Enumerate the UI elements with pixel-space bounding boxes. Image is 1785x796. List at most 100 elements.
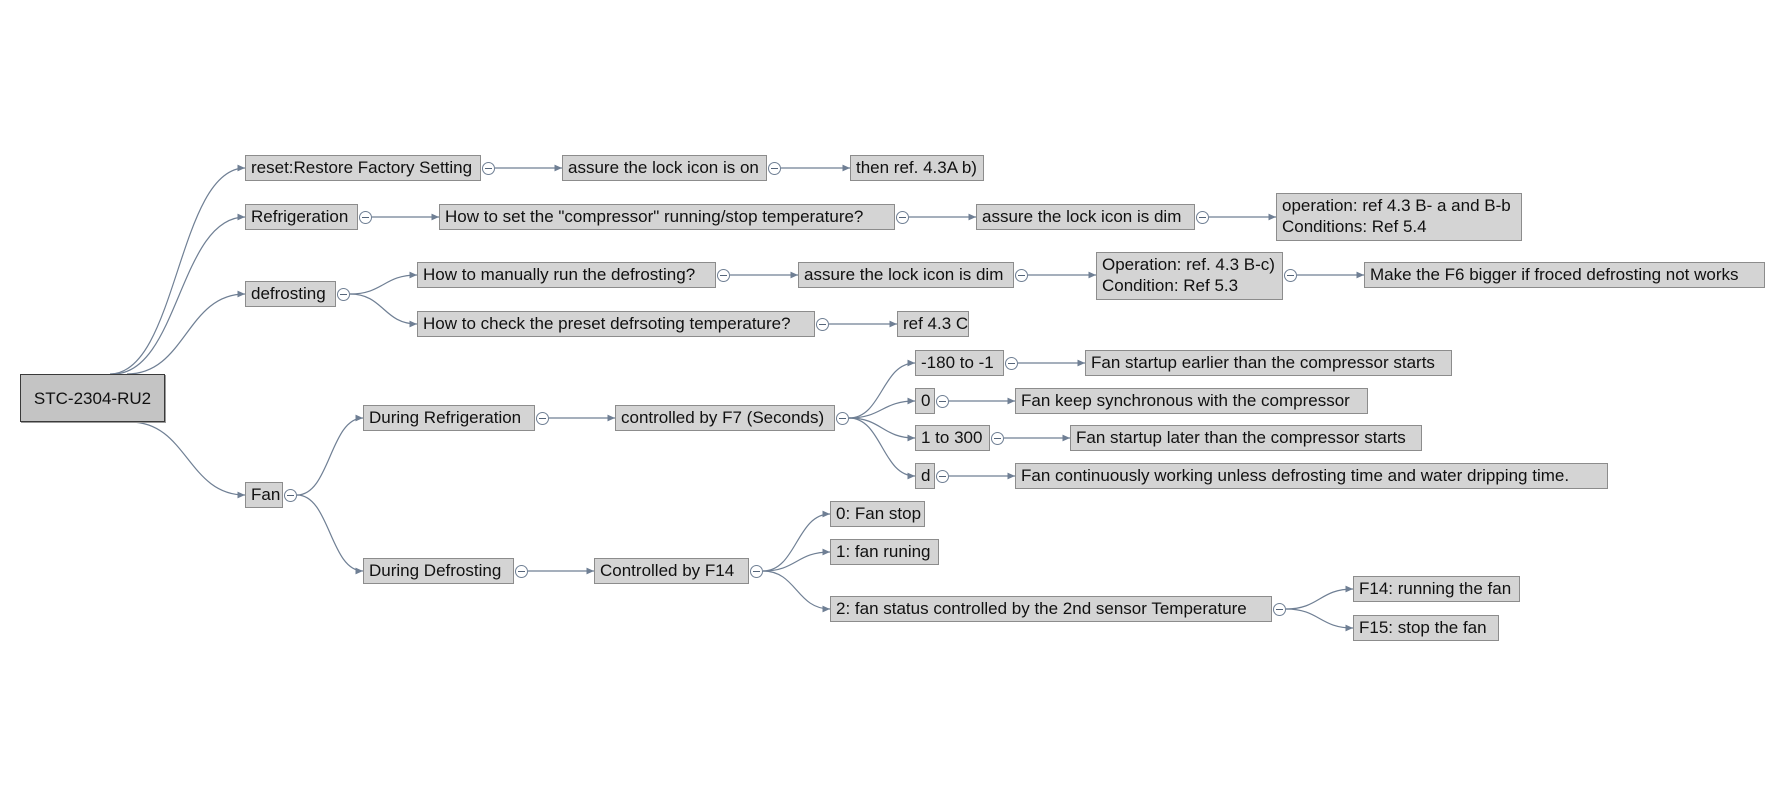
node-label: assure the lock icon is dim — [982, 207, 1182, 226]
node-label-line-1: Operation: ref. 4.3 B-c) — [1102, 255, 1275, 274]
collapse-toggle-icon[interactable] — [482, 162, 495, 175]
connector-arrow-0 — [109, 164, 246, 375]
collapse-toggle-icon[interactable] — [750, 565, 763, 578]
node-label: controlled by F7 (Seconds) — [621, 408, 825, 427]
collapse-toggle-icon[interactable] — [1015, 269, 1028, 282]
node-label: reset:Restore Factory Setting — [251, 158, 473, 177]
node-refrigeration-question[interactable]: How to set the "compressor" running/stop… — [439, 204, 895, 230]
node-refrigeration[interactable]: Refrigeration — [245, 204, 358, 230]
collapse-toggle-icon[interactable] — [284, 489, 297, 502]
node-f14-stop[interactable]: 0: Fan stop — [830, 501, 925, 527]
node-f15-stop-fan[interactable]: F15: stop the fan — [1353, 615, 1499, 641]
node-label: Fan continuously working unless defrosti… — [1021, 466, 1570, 485]
connector-arrow-2 — [126, 290, 246, 375]
connector-arrow-9 — [349, 271, 418, 295]
collapse-toggle-icon[interactable] — [896, 211, 909, 224]
node-label: During Defrosting — [369, 561, 502, 580]
node-fan[interactable]: Fan — [245, 482, 283, 508]
collapse-toggle-icon[interactable] — [816, 318, 829, 331]
collapse-toggle-icon[interactable] — [1005, 357, 1018, 370]
collapse-toggle-icon[interactable] — [1273, 603, 1286, 616]
node-label: Make the F6 bigger if froced defrosting … — [1370, 265, 1739, 284]
collapse-toggle-icon[interactable] — [717, 269, 730, 282]
collapse-toggle-icon[interactable] — [359, 211, 372, 224]
node-label: How to set the "compressor" running/stop… — [445, 207, 864, 226]
connector-arrow-16 — [296, 494, 364, 575]
connector-arrow-3 — [129, 421, 246, 499]
node-f7-positive[interactable]: 1 to 300 — [915, 425, 990, 451]
node-refrigeration-lock[interactable]: assure the lock icon is dim — [976, 204, 1195, 230]
collapse-toggle-icon[interactable] — [515, 565, 528, 578]
node-label: ref 4.3 C — [903, 314, 969, 333]
node-f7-d-desc[interactable]: Fan continuously working unless defrosti… — [1015, 463, 1608, 489]
node-defrosting-ref[interactable]: ref 4.3 C — [897, 311, 969, 337]
connector-arrow-21 — [848, 417, 916, 480]
node-f14-sensor[interactable]: 2: fan status controlled by the 2nd sens… — [830, 596, 1272, 622]
node-label: During Refrigeration — [369, 408, 522, 427]
node-f14-run-fan[interactable]: F14: running the fan — [1353, 576, 1520, 602]
node-label: 1 to 300 — [921, 428, 983, 447]
node-fan-refrigeration[interactable]: During Refrigeration — [363, 405, 535, 431]
connector-arrow-1 — [112, 213, 246, 375]
node-label: How to manually run the defrosting? — [423, 265, 696, 284]
node-label: F15: stop the fan — [1359, 618, 1487, 637]
root-node[interactable]: STC-2304-RU2 — [20, 374, 165, 422]
node-label: then ref. 4.3A b) — [856, 158, 977, 177]
node-label-line-2: Condition: Ref 5.3 — [1102, 276, 1239, 295]
collapse-toggle-icon[interactable] — [991, 432, 1004, 445]
node-defrosting[interactable]: defrosting — [245, 281, 336, 307]
node-f7-zero-desc[interactable]: Fan keep synchronous with the compressor — [1015, 388, 1368, 414]
node-defrosting-f6[interactable]: Make the F6 bigger if froced defrosting … — [1364, 262, 1765, 288]
node-f7-negative[interactable]: -180 to -1 — [915, 350, 1004, 376]
node-label: 2: fan status controlled by the 2nd sens… — [836, 599, 1247, 618]
node-label-line-1: operation: ref 4.3 B- a and B-b — [1282, 196, 1511, 215]
node-label: Fan startup earlier than the compressor … — [1091, 353, 1435, 372]
node-f7-zero[interactable]: 0 — [915, 388, 935, 414]
node-reset-lock[interactable]: assure the lock icon is on — [562, 155, 767, 181]
collapse-toggle-icon[interactable] — [936, 470, 949, 483]
node-defrosting-manual[interactable]: How to manually run the defrosting? — [417, 262, 716, 288]
node-f7-positive-desc[interactable]: Fan startup later than the compressor st… — [1070, 425, 1422, 451]
node-f7-negative-desc[interactable]: Fan startup earlier than the compressor … — [1085, 350, 1452, 376]
collapse-toggle-icon[interactable] — [936, 395, 949, 408]
node-label: Fan startup later than the compressor st… — [1076, 428, 1406, 447]
connector-arrow-29 — [762, 570, 831, 613]
node-f7-d[interactable]: d — [915, 463, 935, 489]
collapse-toggle-icon[interactable] — [1284, 269, 1297, 282]
node-label: defrosting — [251, 284, 326, 303]
collapse-toggle-icon[interactable] — [337, 288, 350, 301]
node-label: Fan — [251, 485, 281, 504]
collapse-toggle-icon[interactable] — [536, 412, 549, 425]
collapse-toggle-icon[interactable] — [768, 162, 781, 175]
node-label: 1: fan runing — [836, 542, 931, 561]
connector-arrow-31 — [1285, 608, 1354, 632]
node-f14[interactable]: Controlled by F14 — [594, 558, 749, 584]
node-defrosting-check[interactable]: How to check the preset defrsoting tempe… — [417, 311, 815, 337]
node-reset[interactable]: reset:Restore Factory Setting — [245, 155, 481, 181]
collapse-toggle-icon[interactable] — [1196, 211, 1209, 224]
node-f7[interactable]: controlled by F7 (Seconds) — [615, 405, 835, 431]
node-f14-running[interactable]: 1: fan runing — [830, 539, 939, 565]
node-label: assure the lock icon is dim — [804, 265, 1004, 284]
connector-arrow-15 — [296, 414, 364, 496]
node-label: Controlled by F14 — [600, 561, 735, 580]
node-label: Refrigeration — [251, 207, 349, 226]
node-label-line-2: Conditions: Ref 5.4 — [1282, 217, 1427, 236]
node-defrosting-lock[interactable]: assure the lock icon is dim — [798, 262, 1014, 288]
node-fan-defrosting[interactable]: During Defrosting — [363, 558, 514, 584]
node-label: 0: Fan stop — [836, 504, 922, 523]
connector-arrow-19 — [848, 397, 916, 419]
connector-arrow-28 — [762, 548, 831, 572]
connector-arrow-27 — [762, 510, 831, 572]
node-label: assure the lock icon is on — [568, 158, 759, 177]
node-label: F14: running the fan — [1359, 579, 1512, 598]
node-defrosting-operation[interactable]: Operation: ref. 4.3 B-c) Condition: Ref 5… — [1096, 252, 1283, 300]
collapse-toggle-icon[interactable] — [836, 412, 849, 425]
node-reset-ref[interactable]: then ref. 4.3A b) — [850, 155, 984, 181]
node-label: -180 to -1 — [921, 353, 994, 372]
connector-arrow-20 — [848, 417, 916, 442]
connector-arrow-30 — [1285, 585, 1354, 610]
